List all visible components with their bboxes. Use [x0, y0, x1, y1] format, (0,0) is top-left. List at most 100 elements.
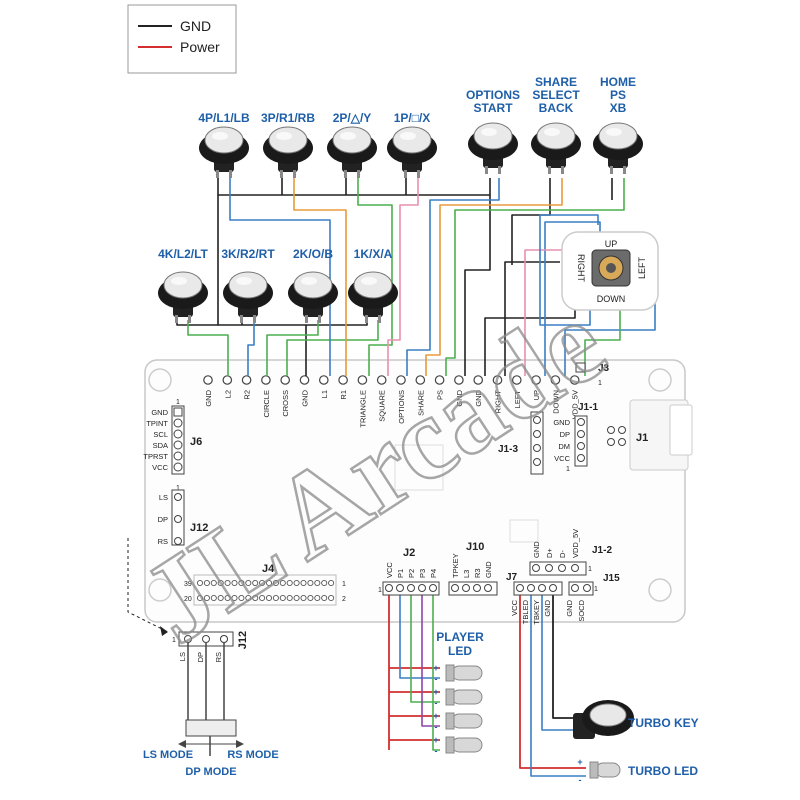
- header-pin-label: GND: [474, 389, 483, 406]
- j1-2-pin-label: GND: [532, 541, 541, 558]
- header-pin: [396, 375, 406, 385]
- player-led: [451, 713, 483, 729]
- func-button-label-2c: BACK: [539, 101, 574, 115]
- wire: [541, 592, 575, 731]
- j1-2-pin: [571, 564, 579, 572]
- j1-1-pin-label: VCC: [554, 454, 570, 463]
- led-plus: +: [433, 711, 438, 721]
- j6-pin: [173, 418, 183, 428]
- header-pin: [261, 375, 271, 385]
- header-pin-label: L2: [223, 390, 232, 398]
- j4-pin: [279, 579, 286, 587]
- j1-1-pin-label: GND: [553, 418, 570, 427]
- j12ext-pin: [184, 635, 192, 643]
- j4-pin: [231, 579, 238, 587]
- j2-pin: [407, 584, 415, 592]
- bottom-button-4: [348, 271, 398, 323]
- header-pin: [357, 375, 368, 385]
- j15-pin-label: GND: [565, 599, 574, 616]
- func-button-label-2b: SELECT: [532, 88, 580, 102]
- j10-pin-label: L3: [462, 570, 471, 578]
- bottom-button-label-3: 2K/O/B: [293, 247, 333, 261]
- wire: [511, 178, 551, 265]
- j12ext-pin: [202, 635, 210, 643]
- j4-pin: [272, 579, 279, 587]
- wire: [544, 221, 601, 376]
- turbo-led-minus: -: [579, 775, 582, 785]
- j1-3-pin: [533, 430, 541, 438]
- j4-pin: [265, 594, 273, 602]
- wire: [217, 178, 491, 196]
- wire: [530, 592, 586, 777]
- wire: [247, 320, 255, 376]
- j1-3-pin: [533, 458, 541, 466]
- j6-pin-label: SDA: [153, 441, 168, 450]
- top-button-4: [387, 126, 437, 178]
- led-plus: +: [433, 687, 438, 697]
- j2-pin-label: P2: [407, 569, 416, 578]
- j2-pin-label: VCC: [385, 562, 394, 578]
- player-led: [451, 689, 483, 705]
- dp-mode-label: DP MODE: [185, 766, 236, 778]
- header-pin: [299, 375, 310, 385]
- top-button-label-1: 4P/L1/LB: [198, 111, 250, 125]
- led-plus: +: [433, 663, 438, 673]
- j4-pin: [217, 579, 224, 587]
- j1-pin: [618, 438, 626, 446]
- top-button-2: [263, 126, 313, 178]
- j1-1-pin1: 1: [566, 466, 570, 473]
- wire: [504, 261, 560, 376]
- bottom-button-2: [223, 271, 273, 323]
- j12-pin1: 1: [176, 485, 180, 492]
- j1-2-pin: [532, 564, 540, 572]
- j4-connector: J4 39 20 1 2: [184, 563, 346, 606]
- wire: [266, 320, 319, 376]
- j1-2-pin: [545, 564, 553, 572]
- j1-2-pin: [558, 564, 566, 572]
- j7-pin: [516, 584, 524, 592]
- j7-pin-label: TBLED: [521, 599, 530, 624]
- j4-pin: [203, 594, 210, 602]
- j4-pin: [307, 594, 314, 602]
- j1-2-pin-label: D-: [558, 550, 567, 558]
- header-pin: [511, 375, 522, 385]
- j1-3-label: J1-3: [498, 444, 518, 455]
- header-pin: [454, 375, 464, 385]
- j1-label: J1: [636, 432, 648, 444]
- bottom-button-label-4: 1K/X/A: [354, 247, 393, 261]
- wire: [406, 178, 500, 376]
- j2-pin-label: P3: [418, 569, 427, 578]
- j4-pin: [224, 594, 231, 602]
- j1-3-pin: [533, 444, 541, 452]
- j4-pin: [286, 579, 293, 587]
- wire: [387, 178, 419, 376]
- j4-pin: [224, 579, 231, 587]
- led-minus: -: [435, 674, 438, 684]
- j4-pin: [259, 579, 266, 587]
- j7-pin-label: TBKEY: [532, 600, 541, 625]
- led-minus: -: [435, 722, 438, 732]
- func-button-label-1b: START: [473, 101, 513, 115]
- header-pin: [222, 375, 233, 385]
- j12-pin: [174, 493, 182, 501]
- j2-pin: [418, 584, 426, 592]
- turbo-led-label: TURBO LED: [628, 764, 698, 778]
- j2-pin: [385, 584, 393, 592]
- func-button-label-2a: SHARE: [535, 75, 577, 89]
- joystick: UP DOWN RIGHT LEFT: [561, 231, 659, 311]
- joystick-right-label: RIGHT: [576, 254, 586, 283]
- j2-label: J2: [403, 547, 415, 559]
- j12-pin-label: DP: [158, 515, 168, 524]
- j6-pin: [173, 429, 183, 439]
- func-button-2: [531, 122, 581, 174]
- header-pin: [569, 375, 580, 385]
- func-button-label-1a: OPTIONS: [466, 88, 520, 102]
- j10-pin-label: TPKEY: [451, 553, 460, 578]
- j15-pin: [583, 584, 591, 592]
- j1-3-pin: [533, 416, 541, 424]
- j7-label: J7: [506, 572, 518, 583]
